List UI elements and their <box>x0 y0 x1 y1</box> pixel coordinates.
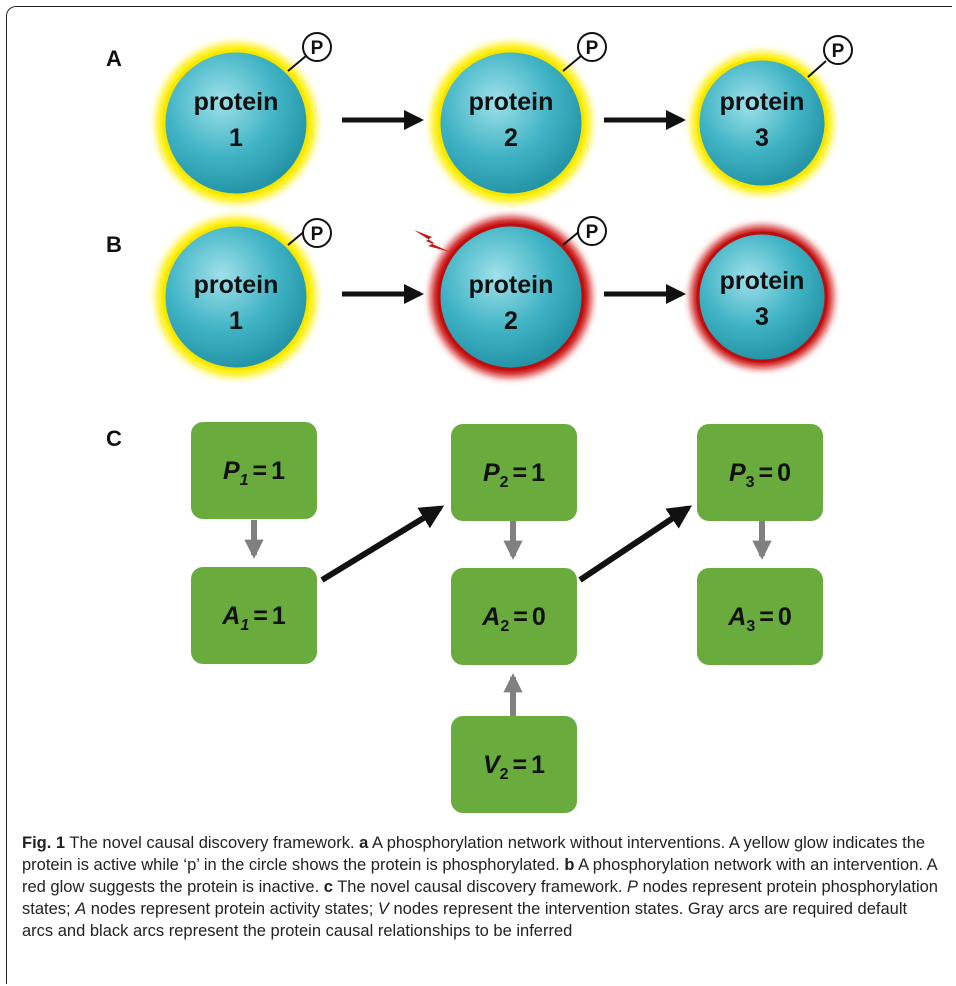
node-label: A3=0 <box>727 603 791 635</box>
caption-a-text2: nodes represent protein activity states; <box>86 900 378 918</box>
node-box <box>191 422 317 519</box>
node-box <box>451 716 577 813</box>
node-a2: A2=0 <box>451 568 577 665</box>
phospho-marker-icon <box>577 32 607 62</box>
phospho-link <box>807 60 827 78</box>
protein-circle <box>437 223 585 371</box>
phospho-marker-icon <box>302 32 332 62</box>
panel-a-label: A <box>106 46 122 71</box>
node-label: A2=0 <box>481 603 545 635</box>
phospho-marker-icon <box>823 35 853 65</box>
caption-v-text: nodes represent the intervention states.… <box>22 900 908 940</box>
phospho-marker-icon <box>302 218 332 248</box>
protein-label: protein <box>469 88 554 116</box>
node-label: V2=1 <box>483 751 545 783</box>
node-box <box>697 424 823 521</box>
caption-title: The novel causal discovery framework. <box>65 834 360 852</box>
node-p3: P3=0 <box>697 424 823 521</box>
caption-a-text: A phosphorylation network without interv… <box>22 834 926 874</box>
protein-a2: protein 2 P <box>431 32 607 203</box>
node-p1: P1=1 <box>191 422 317 519</box>
caption-a-label: a <box>359 834 369 852</box>
node-label: A1=1 <box>221 602 286 634</box>
node-a1: A1=1 <box>191 567 317 664</box>
panel-c-label: C <box>106 426 122 451</box>
phospho-marker-label: P <box>832 41 845 62</box>
protein-label: protein <box>194 271 279 299</box>
phospho-link <box>562 55 582 72</box>
protein-circle <box>437 49 585 197</box>
protein-b1: protein 1 P <box>156 217 332 377</box>
node-v2: V2=1 <box>451 716 577 813</box>
caption-p-var: P <box>627 878 639 896</box>
node-label: P3=0 <box>729 459 791 491</box>
figure-caption: Fig. 1 The novel causal discovery framew… <box>22 832 942 942</box>
protein-label: protein <box>194 88 279 116</box>
protein-a1: protein 1 P <box>156 32 332 203</box>
protein-number: 2 <box>504 307 518 335</box>
caption-c-label: c <box>323 878 333 896</box>
node-a3: A3=0 <box>697 568 823 665</box>
figure-diagram: A protein 1 P protein 2 P protein 3 P B … <box>106 32 853 813</box>
figure-frame <box>6 6 952 984</box>
node-box <box>451 424 577 521</box>
protein-number: 2 <box>504 124 518 152</box>
protein-number: 3 <box>755 124 769 152</box>
protein-number: 1 <box>229 307 243 335</box>
phospho-link <box>287 55 307 72</box>
protein-label: protein <box>469 271 554 299</box>
protein-label: protein <box>720 88 805 116</box>
protein-label: protein <box>720 267 805 295</box>
protein-number: 1 <box>229 124 243 152</box>
caption-c-text: The novel causal discovery framework. <box>332 878 628 896</box>
protein-circle <box>696 57 828 189</box>
caption-p-text: nodes represent protein phosphorylation … <box>22 878 938 918</box>
protein-b2: protein 2 P <box>414 216 607 377</box>
node-label: P1=1 <box>223 457 285 489</box>
causal-arc-a1-p2 <box>320 505 445 583</box>
caption-a-var: A <box>75 900 87 918</box>
causal-arc-a2-p3 <box>578 505 692 583</box>
node-box <box>451 568 577 665</box>
phospho-marker-icon <box>577 216 607 246</box>
intervention-bolt-icon <box>414 230 450 252</box>
caption-b-text: A phosphorylation network with an interv… <box>22 856 937 896</box>
panel-b-label: B <box>106 232 122 257</box>
node-p2: P2=1 <box>451 424 577 521</box>
node-box <box>191 567 317 664</box>
phospho-marker-label: P <box>586 222 599 243</box>
node-label: P2=1 <box>483 459 545 491</box>
protein-circle <box>696 231 828 363</box>
phospho-marker-label: P <box>311 38 324 59</box>
caption-v-var: V <box>377 900 389 918</box>
protein-circle <box>162 49 310 197</box>
caption-fig-label: Fig. 1 <box>22 834 66 852</box>
protein-a3: protein 3 P <box>691 35 853 194</box>
node-box <box>697 568 823 665</box>
protein-b3: protein 3 <box>691 226 833 368</box>
caption-b-label: b <box>564 856 575 874</box>
phospho-marker-label: P <box>311 224 324 245</box>
protein-circle <box>162 223 310 371</box>
protein-number: 3 <box>755 303 769 331</box>
phospho-marker-label: P <box>586 38 599 59</box>
